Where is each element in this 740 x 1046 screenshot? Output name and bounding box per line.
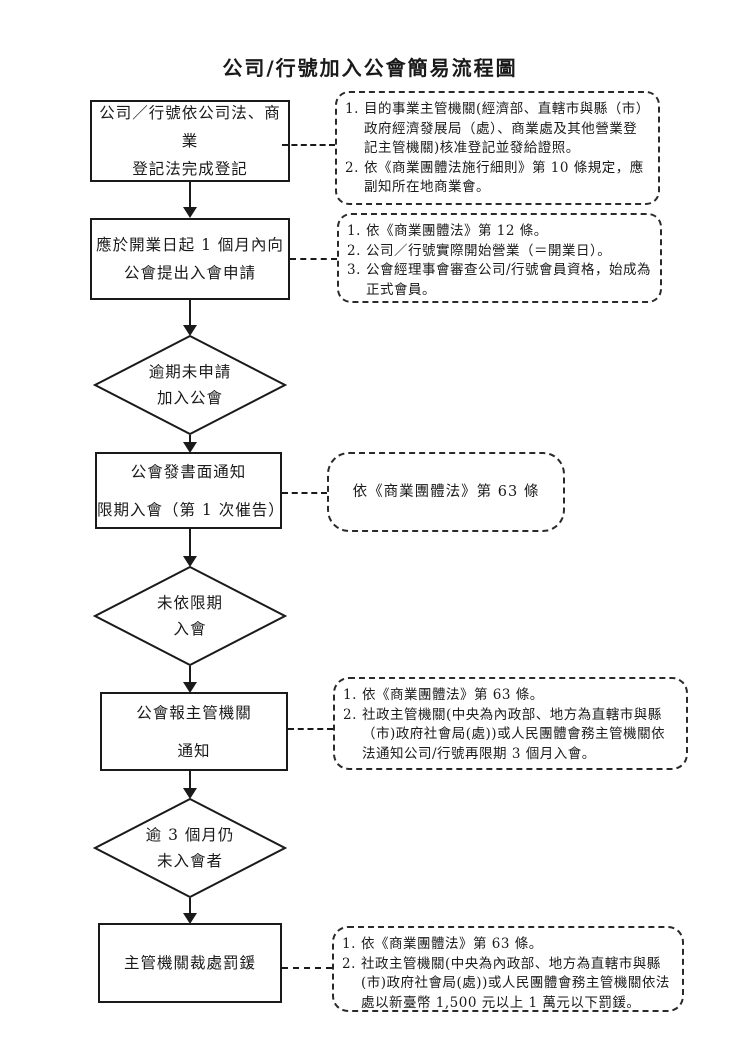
note-item-number: 2.	[345, 159, 359, 176]
arrow-shaft	[189, 435, 191, 442]
arrow-shaft	[189, 300, 191, 325]
note-item-text: 社政主管機關(中央為內政部、地方為直轄市與縣(市)政府社會局(處))或人民團體會…	[361, 955, 670, 1011]
arrow-down-icon	[182, 529, 198, 567]
note-registration-basis: 1. 目的事業主管機關(經濟部、直轄市與縣（市）政府經濟發展局（處）、商業處及其…	[335, 91, 660, 205]
arrow-head	[183, 913, 197, 924]
arrow-head	[183, 682, 197, 693]
arrow-down-icon	[182, 435, 198, 453]
note-item-text: 目的事業主管機關(經濟部、直轄市與縣（市）政府經濟發展局（處）、商業處及其他營業…	[364, 101, 650, 156]
arrow-shaft	[189, 898, 191, 913]
note-text: 依《商業團體法》第 63 條	[352, 484, 540, 501]
decision-label: 逾期未申請 加入公會	[148, 363, 232, 407]
decision-label: 未依限期 入會	[156, 594, 223, 638]
note-item-text: 依《商業團體法施行細則》第 10 條規定，應副知所在地商業會。	[364, 159, 644, 196]
diamond-shape-icon	[93, 798, 287, 898]
flow-step-apply-membership-box: 應於開業日起 1 個月內向 公會提出入會申請	[90, 218, 290, 300]
note-item-text: 公會經理事會審查公司/行號會員資格，始成為正式會員。	[366, 262, 652, 298]
note-item-number: 1.	[343, 687, 357, 703]
arrow-down-icon	[182, 666, 198, 693]
note-authority-notice-basis: 1. 依《商業團體法》第 63 條。 2. 社政主管機關(中央為內政部、地方為直…	[333, 677, 688, 770]
arrow-head	[183, 325, 197, 336]
note-item-text: 依《商業團體法》第 63 條。	[361, 936, 543, 952]
note-item-number: 1.	[345, 101, 359, 117]
note-item-number: 1.	[342, 936, 356, 952]
note-connector	[288, 728, 333, 730]
flow-step-fine-box: 主管機關裁處罰鍰	[98, 923, 282, 1003]
note-item-text: 公司／行號實際開始營業（＝開業日）。	[366, 242, 612, 259]
flow-step-label: 公司／行號依公司法、商業 登記法完成登記	[99, 104, 281, 178]
note-item-number: 2.	[343, 706, 357, 723]
note-item-text: 依《商業團體法》第 12 條。	[366, 223, 548, 239]
arrow-down-icon	[182, 898, 198, 924]
note-item: 2. 依《商業團體法施行細則》第 10 條規定，應副知所在地商業會。	[345, 159, 650, 198]
note-connector	[282, 492, 327, 494]
decision-label: 逾 3 個月仍 未入會者	[145, 826, 235, 870]
note-item: 3. 公會經理事會審查公司/行號會員資格，始成為正式會員。	[347, 261, 652, 300]
note-fine-basis: 1. 依《商業團體法》第 63 條。 2. 社政主管機關(中央為內政部、地方為直…	[332, 926, 684, 1012]
flow-step-written-notice-box: 公會發書面通知 限期入會（第 1 次催告）	[95, 452, 285, 529]
note-item: 2. 社政主管機關(中央為內政部、地方為直轄市與縣（市)政府社會局(處))或人民…	[343, 706, 678, 765]
arrow-head	[183, 207, 197, 218]
flow-step-label: 公會報主管機關 通知	[136, 703, 252, 760]
flow-step-label: 公會發書面通知 限期入會（第 1 次催告）	[97, 462, 285, 519]
note-item: 2. 社政主管機關(中央為內政部、地方為直轄市與縣(市)政府社會局(處))或人民…	[342, 955, 674, 1014]
flow-step-label: 應於開業日起 1 個月內向 公會提出入會申請	[96, 236, 284, 282]
flow-step-label: 主管機關裁處罰鍰	[123, 954, 256, 972]
note-connector	[290, 258, 337, 260]
note-item-number: 2.	[342, 955, 356, 972]
note-item-text: 社政主管機關(中央為內政部、地方為直轄市與縣（市)政府社會局(處))或人民團體會…	[362, 706, 666, 762]
arrow-down-icon	[182, 182, 198, 218]
diamond-shape-icon	[93, 335, 287, 435]
flow-step-registration-box: 公司／行號依公司法、商業 登記法完成登記	[90, 100, 290, 182]
arrow-shaft	[189, 666, 191, 682]
note-item: 2. 公司／行號實際開始營業（＝開業日）。	[347, 242, 652, 262]
arrow-head	[183, 788, 197, 799]
page-title: 公司/行號加入公會簡易流程圖	[222, 56, 518, 80]
arrow-down-icon	[182, 771, 198, 799]
note-connector	[282, 967, 332, 969]
arrow-head	[183, 442, 197, 453]
note-law-article-63: 依《商業團體法》第 63 條	[327, 452, 565, 532]
diamond-shape-icon	[93, 566, 287, 666]
note-item-text: 依《商業團體法》第 63 條。	[362, 687, 544, 703]
decision-overdue-not-applied: 逾期未申請 加入公會	[93, 335, 287, 435]
flow-step-report-authority-box: 公會報主管機關 通知	[100, 692, 288, 771]
note-item: 1. 目的事業主管機關(經濟部、直轄市與縣（市）政府經濟發展局（處）、商業處及其…	[345, 100, 650, 159]
decision-not-joined-by-deadline: 未依限期 入會	[93, 566, 287, 666]
note-item: 1. 依《商業團體法》第 63 條。	[343, 686, 678, 706]
note-item: 1. 依《商業團體法》第 12 條。	[347, 222, 652, 242]
arrow-shaft	[189, 529, 191, 556]
note-application-basis: 1. 依《商業團體法》第 12 條。 2. 公司／行號實際開始營業（＝開業日）。…	[337, 213, 662, 303]
arrow-shaft	[189, 182, 191, 207]
decision-still-not-joined-3-months: 逾 3 個月仍 未入會者	[93, 798, 287, 898]
arrow-shaft	[189, 771, 191, 788]
arrow-down-icon	[182, 300, 198, 336]
note-item-number: 3.	[347, 262, 361, 278]
note-item-number: 2.	[347, 242, 361, 259]
note-item: 1. 依《商業團體法》第 63 條。	[342, 935, 674, 955]
note-connector	[282, 144, 335, 146]
note-item-number: 1.	[347, 223, 361, 239]
arrow-head	[183, 556, 197, 567]
